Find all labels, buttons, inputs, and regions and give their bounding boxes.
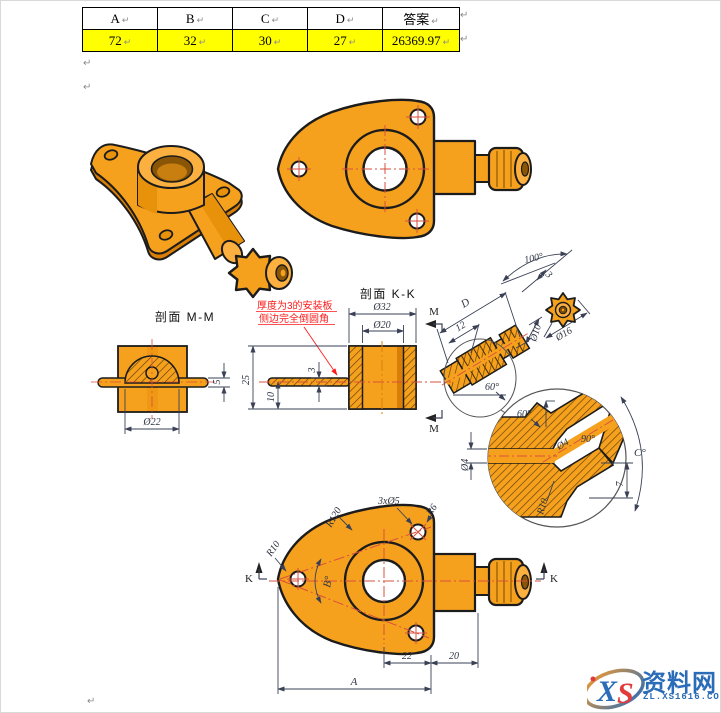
header-cell-d: D↵ [307,7,383,30]
dim-bv-3xd5: 3xØ5 [377,496,400,507]
kk-dimensions [248,249,591,410]
value-cell-d: 27↵ [307,29,383,52]
pilcrow-mark: ↵ [273,36,282,47]
dim-det-c: C° [634,447,646,459]
watermark-s: S [617,677,634,710]
m-label-top: M [429,306,439,318]
value-cell-answer: 26369.97↵ [382,29,460,52]
dim-10: 10 [266,392,277,402]
red-centerlines [287,105,430,233]
pilcrow-mark: ↵ [346,14,355,25]
knob-end-view [545,292,581,328]
value-label: 30 [258,32,272,48]
watermark-x: X [596,675,618,708]
header-label: A [110,10,120,26]
watermark-url: ZL.XS1616.COM [643,692,721,702]
pilcrow-mark: ↵ [198,36,207,47]
pilcrow-mark: ↵ [87,696,96,707]
dim-det-90: 90° [581,434,595,445]
dim-d16: Ø16 [553,325,574,344]
dim-100: 100° [523,251,544,266]
dim-12: 12 [454,320,468,335]
dim-60: 60° [485,382,499,393]
pilcrow-mark: ↵ [442,36,451,47]
detail-dimensions [467,396,643,512]
dim-det-d4-left: Ø4 [460,459,471,472]
value-cell-b: 32↵ [157,29,233,52]
header-cell-b: B↵ [157,7,233,30]
dim-D: D [458,296,472,311]
mm-centerlines [91,339,215,419]
value-cell-a: 72↵ [82,29,158,52]
m-label-bottom: M [429,423,439,435]
section-kk-view: 剖面 K-K 厚度为3的安装板 侧边完全倒圆角 [241,249,591,435]
pilcrow-mark: ↵ [123,36,132,47]
watermark-logo: X S 资料网 ZL.XS1616.COM [583,649,721,711]
dim-det-60: 60° [517,409,531,420]
pilcrow-mark: ↵ [196,14,205,25]
pilcrow-mark: ↵ [121,14,130,25]
dim-bv-r10: R10 [264,539,283,559]
dim-d22: Ø22 [142,417,160,428]
dim-3b: 3 [542,269,554,281]
pilcrow-mark: ↵ [83,82,92,93]
bv-dimensions [277,587,479,694]
dim-bv-20: 20 [449,651,459,662]
dim-d32: Ø32 [372,302,390,313]
header-cell-answer: 答案↵ [382,7,460,30]
value-cell-c: 30↵ [232,29,308,52]
value-label: 32 [183,32,197,48]
pilcrow-mark: ↵ [83,58,92,69]
dim-bv-b: B° [321,575,335,589]
bv-leaders [274,507,433,572]
pilcrow-mark: ↵ [460,10,469,21]
header-label: C [260,10,270,26]
watermark-name: 资料网 [642,670,717,697]
dim-5: 5 [212,380,223,385]
dim-det-7: 7 [615,481,626,487]
bv-red-centerlines [269,523,541,644]
header-cell-c: C↵ [232,7,308,30]
pilcrow-mark: ↵ [460,34,469,45]
k-label-left: K [245,573,253,585]
bottom-view: K K R10 R120 3xØ5 R6 B° 22 20 [245,496,558,694]
top-3d-view [276,98,532,240]
pilcrow-mark: ↵ [348,36,357,47]
note-line2: 侧边完全倒圆角 [259,312,329,325]
section-kk-title: 剖面 K-K [360,287,416,301]
dim-d20: Ø20 [372,320,390,331]
pilcrow-mark: ↵ [271,14,280,25]
note-line1: 厚度为3的安装板 [257,299,333,312]
dim-det-r10: R10 [535,497,551,517]
answer-table: A↵ B↵ C↵ D↵ 答案↵ 72↵ 32↵ 30↵ 27↵ 26369.97… [82,7,460,52]
header-cell-a: A↵ [82,7,158,30]
table-value-row: 72↵ 32↵ 30↵ 27↵ 26369.97↵ [82,29,460,52]
dim-3: 3 [307,368,318,374]
header-label: D [335,10,345,26]
dim-d10: Ø10 [528,323,544,344]
value-label: 27 [333,32,347,48]
value-label: 72 [108,32,122,48]
watermark-star-dot [590,676,596,682]
mm-dimensions [124,363,230,434]
iso-3d-view [90,143,293,299]
section-mm-view: 剖面 M-M Ø22 5 [91,310,230,434]
header-label: 答案 [403,12,430,27]
bv-k-marks: K K [245,562,558,585]
dim-bv-a: A [350,676,358,688]
dim-25: 25 [241,375,252,385]
kk-m-marks: M M [425,306,443,435]
k-label-right: K [550,573,558,585]
value-label: 26369.97 [391,32,441,48]
section-mm-title: 剖面 M-M [155,310,215,324]
table-header-row: A↵ B↵ C↵ D↵ 答案↵ [82,7,460,30]
header-label: B [185,10,195,26]
pilcrow-mark: ↵ [431,16,439,26]
dim-bv-22: 22 [402,651,412,662]
